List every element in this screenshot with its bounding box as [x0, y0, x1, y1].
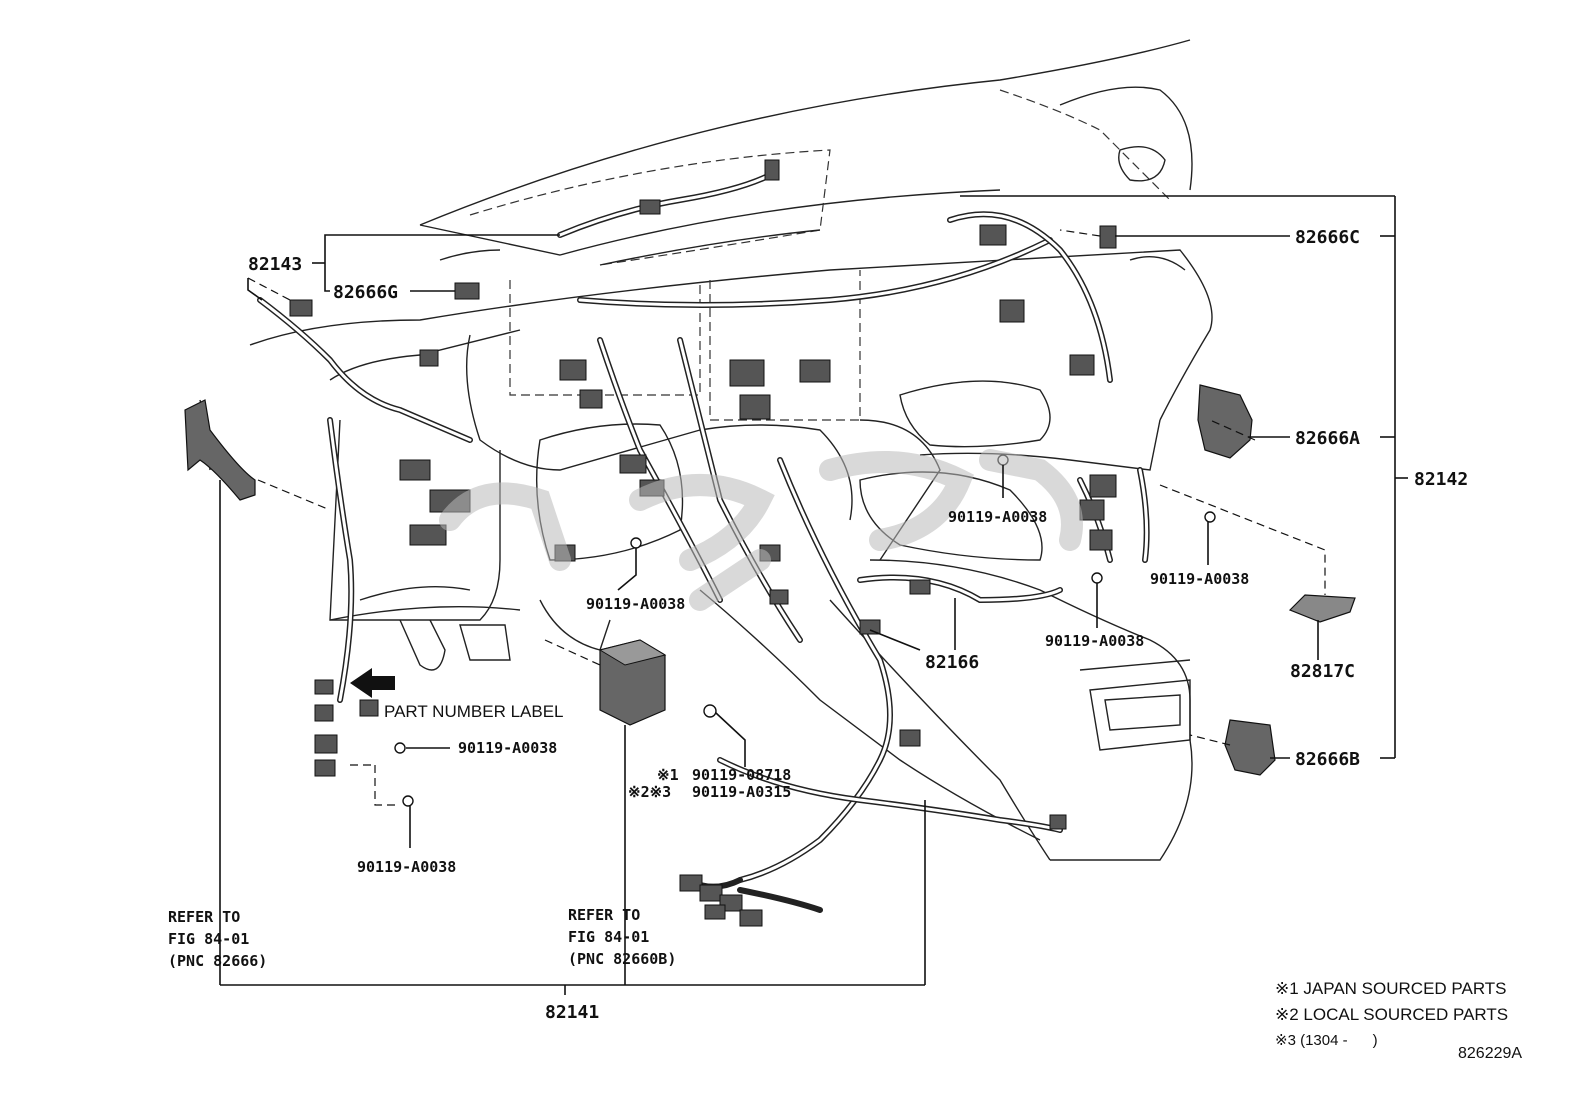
label-82666b: 82666B — [1295, 749, 1360, 770]
bracket-82666a-icon — [1197, 384, 1253, 459]
bracket-left-icon — [184, 399, 256, 501]
bolt-label-4: 90119-A0038 — [586, 595, 685, 613]
connectors-illustration — [289, 159, 1117, 927]
refer-left-line2: FIG 84-01 — [168, 930, 249, 948]
label-82666c: 82666C — [1295, 227, 1360, 248]
watermark-logo — [439, 449, 1083, 611]
bolt-label-5: 90119-A0038 — [458, 739, 557, 757]
bolt-label-7: 90119-08718 — [692, 766, 791, 784]
bolt-label-3: 90119-A0038 — [1045, 632, 1144, 650]
legend-note-1: ※1 JAPAN SOURCED PARTS — [1275, 979, 1507, 998]
bracket-82666b-icon — [1224, 719, 1276, 776]
refer-center-line2: FIG 84-01 — [568, 928, 649, 946]
diagram-id: 826229A — [1458, 1045, 1522, 1062]
refer-left-line3: (PNC 82666) — [168, 952, 267, 970]
bolt-label-8-mark: ※2※3 — [628, 783, 671, 801]
refer-left-line1: REFER TO — [168, 908, 240, 926]
legend: ※1 JAPAN SOURCED PARTS ※2 LOCAL SOURCED … — [1275, 979, 1508, 1049]
label-82666a: 82666A — [1295, 428, 1360, 449]
label-82143: 82143 — [248, 254, 302, 275]
bolt-label-7-mark: ※1 — [657, 766, 679, 784]
clip-82817c-icon — [1288, 594, 1356, 623]
bolt-labels: 90119-A0038 90119-A0038 90119-A0038 9011… — [357, 508, 1249, 876]
bolt-label-1: 90119-A0038 — [948, 508, 1047, 526]
label-82817c: 82817C — [1290, 661, 1355, 682]
label-82166: 82166 — [925, 652, 979, 673]
part-labels: 82143 82666G 82666C 82666A 82142 82817C … — [248, 227, 1468, 1023]
leader-lines — [219, 195, 1408, 995]
label-82141: 82141 — [545, 1002, 599, 1023]
legend-note-2: ※2 LOCAL SOURCED PARTS — [1275, 1005, 1508, 1024]
relay-block-icon — [598, 639, 667, 726]
bolt-label-8: 90119-A0315 — [692, 783, 791, 801]
bolt-label-6: 90119-A0038 — [357, 858, 456, 876]
legend-note-3: ※3 (1304 - ) — [1275, 1032, 1378, 1049]
label-82666g: 82666G — [333, 282, 398, 303]
label-82142: 82142 — [1414, 469, 1468, 490]
refer-center-line1: REFER TO — [568, 906, 640, 924]
refer-left: REFER TO FIG 84-01 (PNC 82666) — [168, 908, 267, 970]
part-number-label-arrow — [350, 668, 395, 698]
refer-center-line3: (PNC 82660B) — [568, 950, 676, 968]
dashboard-illustration — [199, 39, 1213, 861]
bolt-label-2: 90119-A0038 — [1150, 570, 1249, 588]
part-number-label-text: PART NUMBER LABEL — [384, 702, 564, 721]
refer-center: REFER TO FIG 84-01 (PNC 82660B) — [568, 906, 676, 968]
